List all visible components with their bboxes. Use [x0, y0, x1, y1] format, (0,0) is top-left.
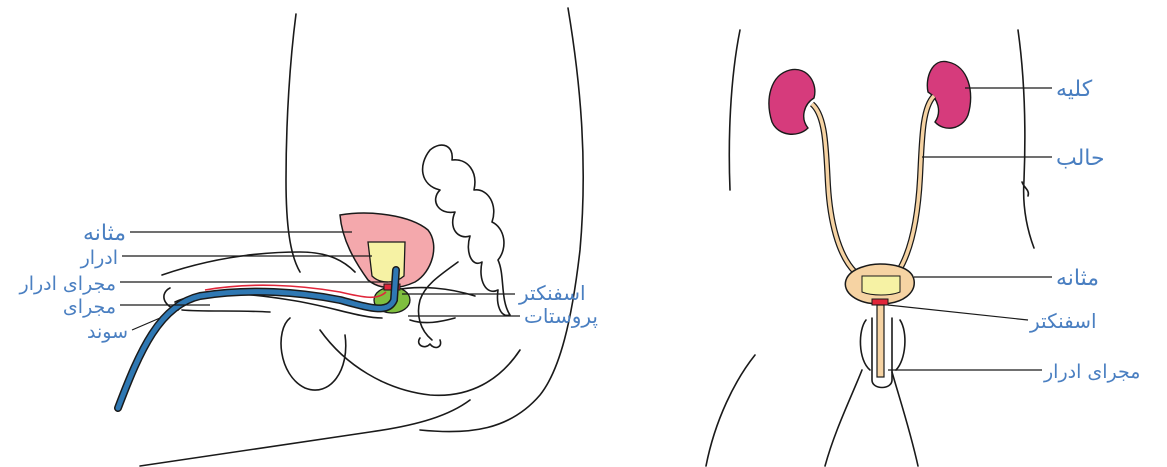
intestine-outline	[423, 145, 510, 315]
right-labels: کلیه حالب مثانه اسفنکتر مجرای ادرار	[1029, 77, 1140, 383]
pelvis-line-2	[410, 318, 455, 323]
label-catheter: سوند	[87, 321, 128, 343]
label-sphincter-right: اسفنکتر	[1029, 309, 1097, 333]
label-urethra-right: مجرای ادرار	[1043, 361, 1140, 383]
left-leader-lines	[120, 232, 520, 330]
label-tract: مجرای	[63, 296, 116, 318]
abdomen-outline	[286, 14, 300, 272]
right-front-view	[706, 30, 1034, 466]
penis-lower-outline	[182, 310, 270, 312]
torso-left-outline	[729, 30, 740, 190]
torso-right-outline	[1018, 30, 1034, 248]
kidney-left-shape	[769, 69, 815, 134]
genital-left	[860, 320, 870, 370]
urine-front-shape	[862, 276, 900, 295]
anus-outline	[419, 338, 441, 347]
label-bladder-left: مثانه	[83, 221, 126, 246]
ureter-left-fill	[812, 104, 855, 272]
label-urine: ادرار	[80, 247, 118, 269]
leg-left-outer	[706, 355, 755, 466]
leader-sphincter-right	[888, 305, 1028, 320]
scrotum-outline	[281, 318, 346, 390]
label-urinary-tract-left: مجرای ادرار	[19, 273, 116, 295]
urethra-front-shape	[877, 305, 884, 377]
ureter-right-fill	[898, 96, 934, 272]
leg-right-inner	[892, 372, 918, 466]
catheter-tube-fill	[118, 270, 396, 408]
inner-leg-outline	[320, 330, 520, 395]
label-ureter: حالب	[1056, 146, 1105, 171]
ureter-left	[812, 104, 855, 272]
label-kidney: کلیه	[1056, 77, 1093, 102]
ureter-right	[898, 96, 934, 272]
kidney-right-shape	[927, 61, 970, 128]
label-sphincter-left: اسفنکتر	[518, 281, 586, 305]
leg-lower-outline	[140, 400, 470, 466]
leg-left-inner	[825, 370, 862, 466]
sphincter-front-shape	[872, 299, 888, 305]
genital-right	[896, 320, 905, 370]
label-prostate: پروستات	[524, 304, 598, 329]
label-bladder-right: مثانه	[1056, 266, 1099, 291]
back-outline	[420, 8, 583, 432]
